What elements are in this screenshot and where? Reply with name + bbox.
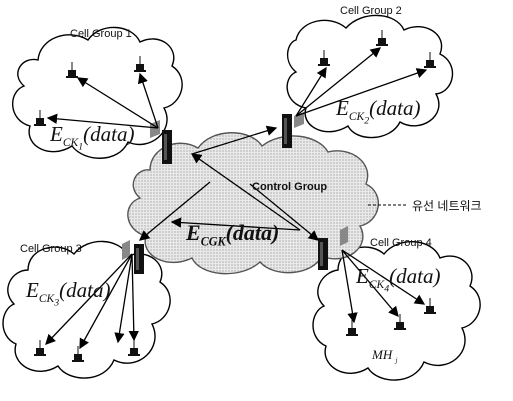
mobile-host-2b <box>376 30 388 46</box>
mobile-host-4c <box>424 298 436 314</box>
arrows-group-4 <box>341 249 426 324</box>
cell-group-2-label: Cell Group 2 <box>340 5 402 17</box>
arrows-control-group <box>138 125 320 241</box>
mobile-host-3b <box>72 346 84 362</box>
mobile-host-1b <box>134 56 146 72</box>
cell-key-2-expression: ECK2(data) <box>336 96 421 127</box>
mobile-host-1c <box>34 110 46 126</box>
cell-key-3-expression: ECK3(data) <box>26 278 111 309</box>
mobile-host-3c <box>128 340 140 356</box>
mobile-host-4b <box>394 314 406 330</box>
wired-network-label: 유선 네트워크 <box>412 199 482 213</box>
mobile-hosts <box>34 30 436 362</box>
mobile-host-2c <box>424 52 436 68</box>
control-group-key-expression: ECGK(data) <box>186 220 280 249</box>
cell-group-3-cloud <box>2 240 171 379</box>
arrows-group-3 <box>45 253 139 350</box>
cell-group-1-label: Cell Group 1 <box>70 28 132 40</box>
base-station-4 <box>318 226 348 270</box>
cell-group-4-label: Cell Group 4 <box>370 237 432 249</box>
base-station-3 <box>122 240 144 274</box>
mobile-host-1a <box>66 62 78 78</box>
mobile-host-2a <box>318 50 330 66</box>
mobile-host-3a <box>34 340 46 356</box>
arrows-group-1 <box>46 72 159 129</box>
cell-group-3-label: Cell Group 3 <box>20 243 82 255</box>
arrows-group-2 <box>295 47 428 117</box>
cell-key-4-expression: ECK4(data) <box>356 264 441 295</box>
cell-key-1-expression: ECK1(data) <box>50 122 135 153</box>
mobile-host-label: MH j <box>372 347 398 365</box>
control-group-label: Control Group <box>252 181 328 193</box>
cell-group-2-cloud <box>286 14 454 139</box>
